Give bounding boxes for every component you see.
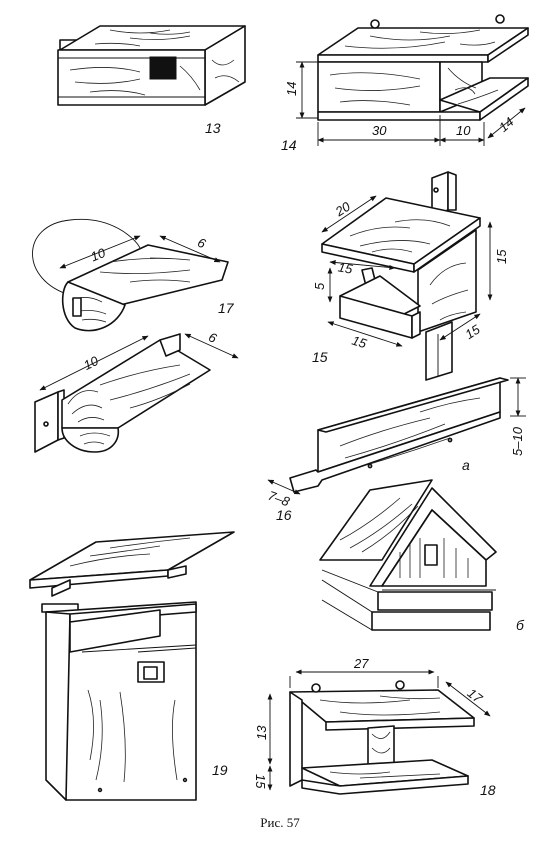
- fig14-dim-gap: 10: [456, 123, 471, 138]
- fig15-dim-base-front: 15: [350, 333, 369, 352]
- fig17-dim-bottom-width: 6: [206, 329, 219, 346]
- fig17-label: 17: [218, 300, 235, 316]
- fig15-label: 15: [312, 349, 328, 365]
- fig15-feeder: [321, 171, 493, 381]
- fig15-dim-ledge: 5: [312, 282, 327, 290]
- figure-caption: Рис. 57: [260, 815, 300, 830]
- fig13-box: [57, 25, 246, 106]
- fig19-label: 19: [212, 762, 228, 778]
- fig15-dim-height: 15: [494, 249, 509, 264]
- fig18-dim-height: 13: [254, 725, 269, 740]
- fig16-sub-b: б: [516, 617, 525, 633]
- fig17-top-log: [32, 218, 229, 332]
- fig13-label: 13: [205, 120, 221, 136]
- fig16-label: 16: [276, 507, 292, 523]
- fig14-dim-length: 30: [372, 123, 387, 138]
- fig14-shelf: [296, 14, 529, 146]
- fig17-dim-top-length: 10: [88, 245, 108, 265]
- fig18-shelf: [267, 669, 491, 795]
- fig17-dim-bottom-length: 10: [81, 353, 101, 373]
- fig18-dim-length: 27: [353, 656, 369, 671]
- fig16-dim-height: 5–10: [510, 426, 525, 456]
- fig15-dim-base-side: 15: [462, 321, 483, 342]
- fig15-dim-roof: 20: [332, 198, 354, 219]
- fig14-label: 14: [281, 137, 297, 153]
- fig18-label: 18: [480, 782, 496, 798]
- fig19-nestbox: [29, 531, 235, 801]
- fig16-dim-lip: 7–8: [266, 488, 292, 510]
- fig15-dim-inner: 15: [337, 259, 355, 276]
- fig18-dim-depth: 17: [465, 685, 486, 706]
- fig17-dim-top-width: 6: [195, 235, 208, 252]
- fig16a-plank: [267, 377, 526, 495]
- fig18-dim-base: 15: [253, 774, 268, 789]
- fig16b-house: [319, 479, 497, 631]
- fig16-sub-a: а: [462, 457, 470, 473]
- fig17-bottom-log: [34, 333, 239, 453]
- fig14-dim-height: 14: [284, 82, 299, 96]
